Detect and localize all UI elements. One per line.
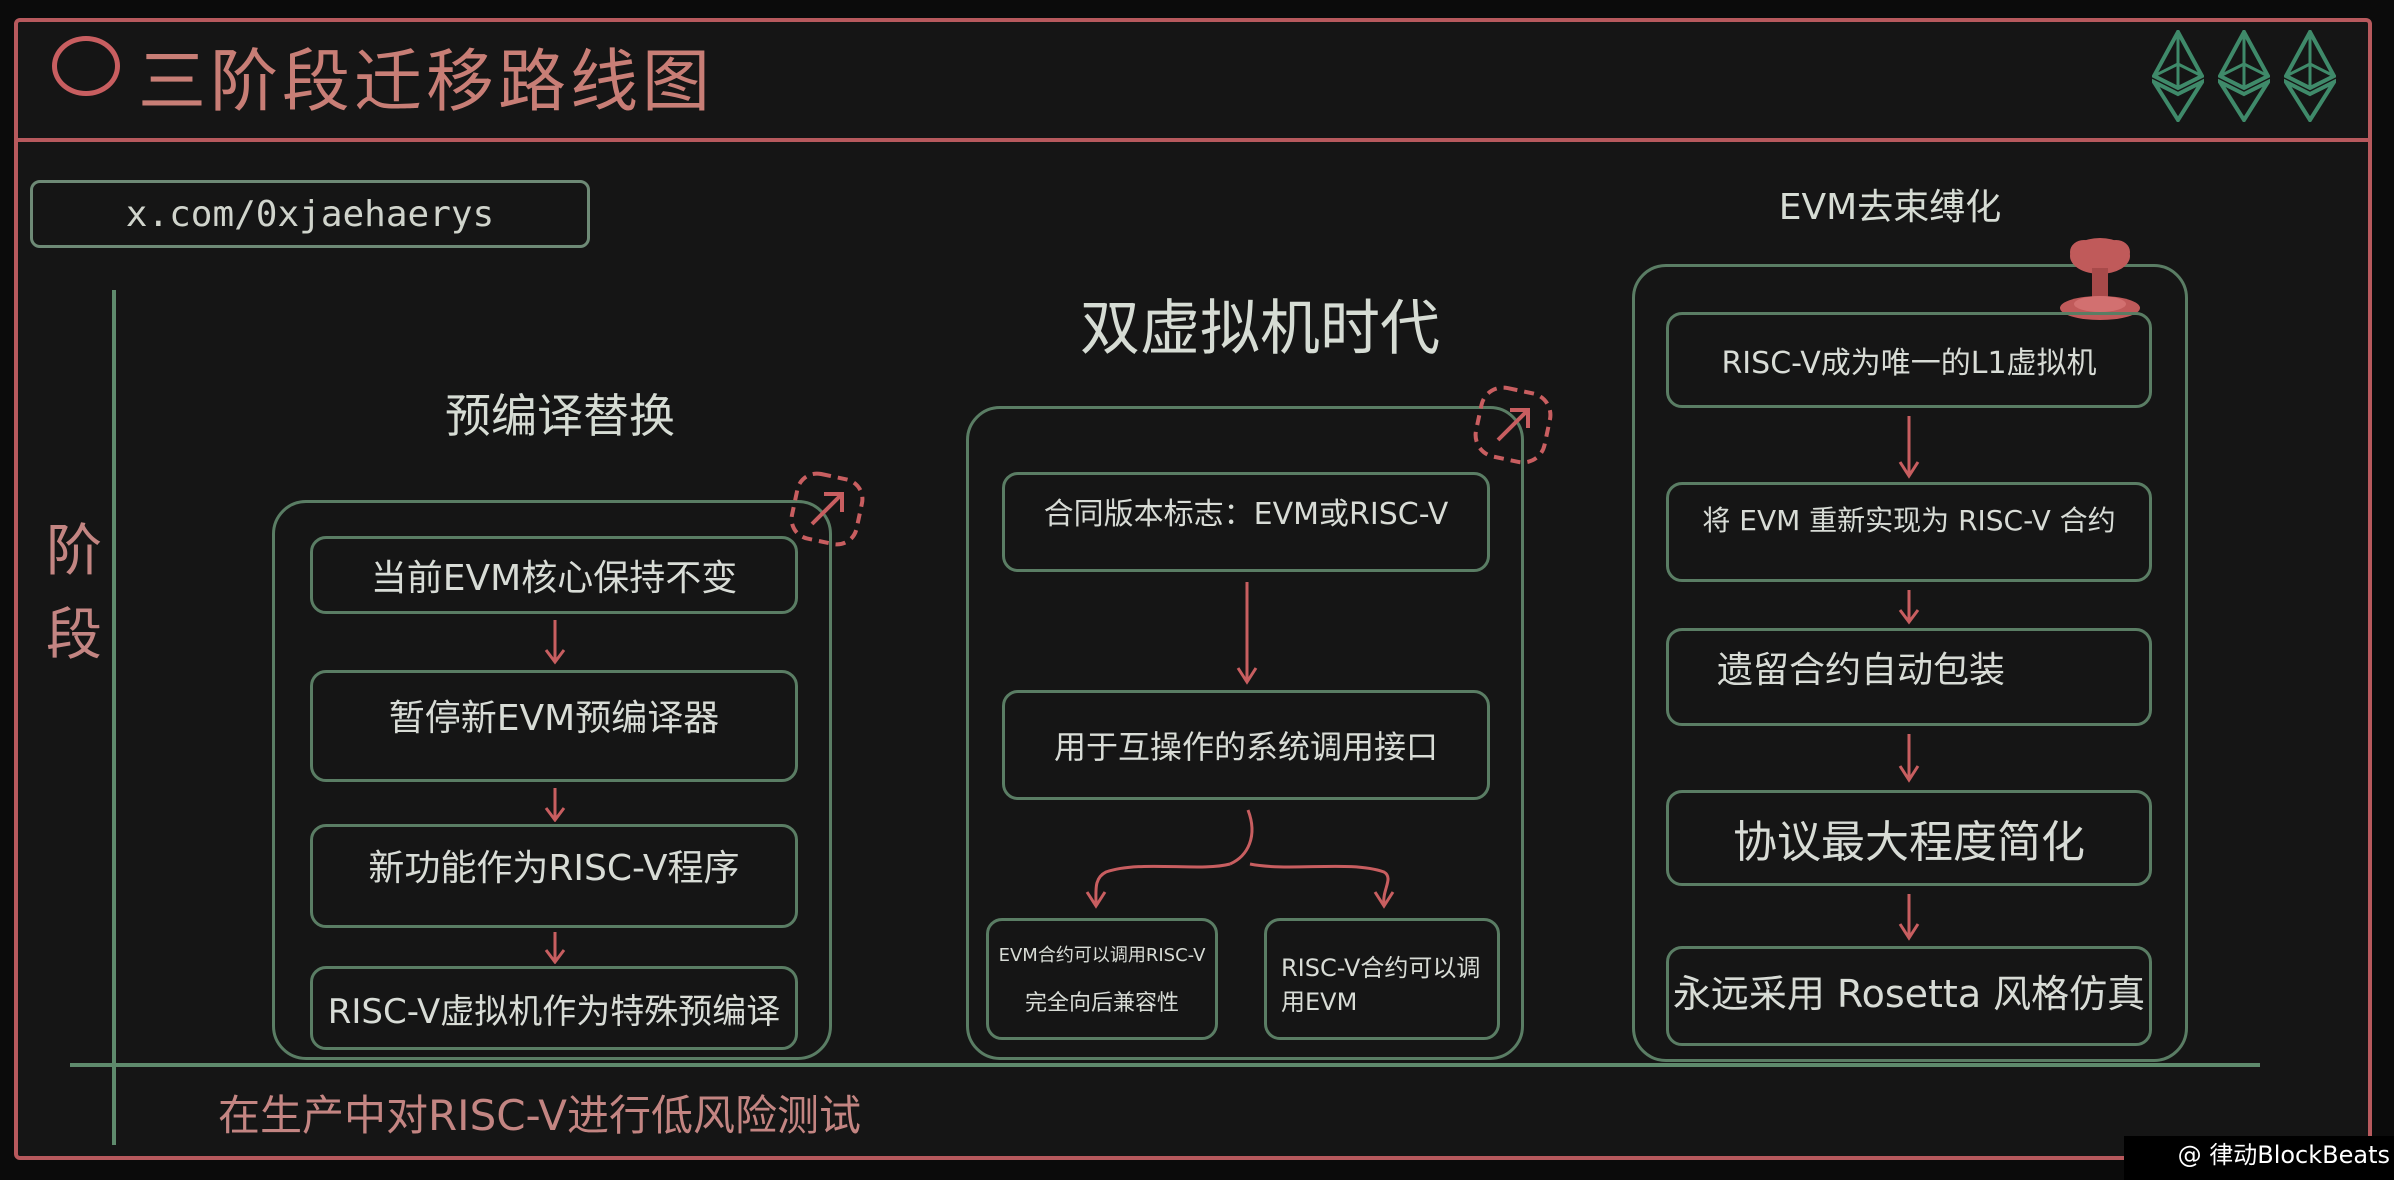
stage-2-branch: EVM合约可以调用RISC-V 完全向后兼容性 — [986, 918, 1218, 1040]
author-url[interactable]: x.com/0xjaehaerys — [30, 180, 590, 248]
branch-line: 用EVM — [1281, 988, 1358, 1016]
title-bar — [14, 18, 2372, 142]
down-arrow-icon — [1898, 416, 1920, 479]
circle-icon — [52, 36, 120, 96]
stage-2-title: 双虚拟机时代 — [1080, 294, 1440, 364]
vertical-axis — [112, 290, 116, 1145]
horizontal-axis — [70, 1063, 2260, 1067]
stage-3-step: 协议最大程度简化 — [1666, 790, 2152, 886]
stage-1-step: 当前EVM核心保持不变 — [310, 536, 798, 614]
stage-1-title: 预编译替换 — [445, 389, 675, 443]
stage-3-step: RISC-V成为唯一的L1虚拟机 — [1666, 312, 2152, 408]
ethereum-icon — [2152, 30, 2204, 122]
watermark: @ 律动BlockBeats — [2177, 1141, 2390, 1169]
branch-line: EVM合约可以调用RISC-V — [998, 945, 1206, 966]
expand-arrow-icon — [789, 471, 865, 547]
watermark-background — [2124, 1136, 2394, 1180]
axis-label: 阶段 — [46, 519, 102, 668]
down-arrow-icon — [544, 932, 566, 964]
stage-1-step: 新功能作为RISC-V程序 — [310, 824, 798, 928]
stage-1-box — [272, 500, 832, 1060]
stage-3-step: 将 EVM 重新实现为 RISC-V 合约 — [1666, 482, 2152, 582]
down-arrow-icon — [1898, 734, 1920, 783]
stage-2-box — [966, 406, 1524, 1060]
ethereum-icons — [2152, 30, 2336, 122]
down-arrow-icon — [1898, 590, 1920, 625]
page-title: 三阶段迁移路线图 — [138, 43, 715, 122]
stage-1-step: 暂停新EVM预编译器 — [310, 670, 798, 782]
stage-2-step: 合同版本标志：EVM或RISC-V — [1002, 472, 1490, 572]
branch-line: 完全向后兼容性 — [1024, 991, 1179, 1016]
stage-2-branch: RISC-V合约可以调 用EVM — [1264, 918, 1500, 1040]
stage-3-box — [1632, 264, 2188, 1062]
stage-3-step: 永远采用 Rosetta 风格仿真 — [1666, 946, 2152, 1046]
ethereum-icon — [2284, 30, 2336, 122]
down-arrow-icon — [1898, 894, 1920, 941]
down-arrow-icon — [1236, 582, 1258, 685]
stage-1-step: RISC-V虚拟机作为特殊预编译 — [310, 966, 798, 1050]
stage-3-step: 遗留合约自动包装 — [1666, 628, 2152, 726]
branch-arrow-icon — [1085, 809, 1395, 909]
diagram-frame — [14, 18, 2372, 1160]
ethereum-icon — [2218, 30, 2270, 122]
stage-3-title: EVM去束缚化 — [1778, 187, 2002, 228]
stage-2-step: 用于互操作的系统调用接口 — [1002, 690, 1490, 800]
branch-line: RISC-V合约可以调 — [1281, 954, 1481, 982]
expand-arrow-icon — [1473, 385, 1553, 465]
bottom-note: 在生产中对RISC-V进行低风险测试 — [218, 1091, 861, 1140]
down-arrow-icon — [544, 620, 566, 665]
down-arrow-icon — [544, 788, 566, 822]
